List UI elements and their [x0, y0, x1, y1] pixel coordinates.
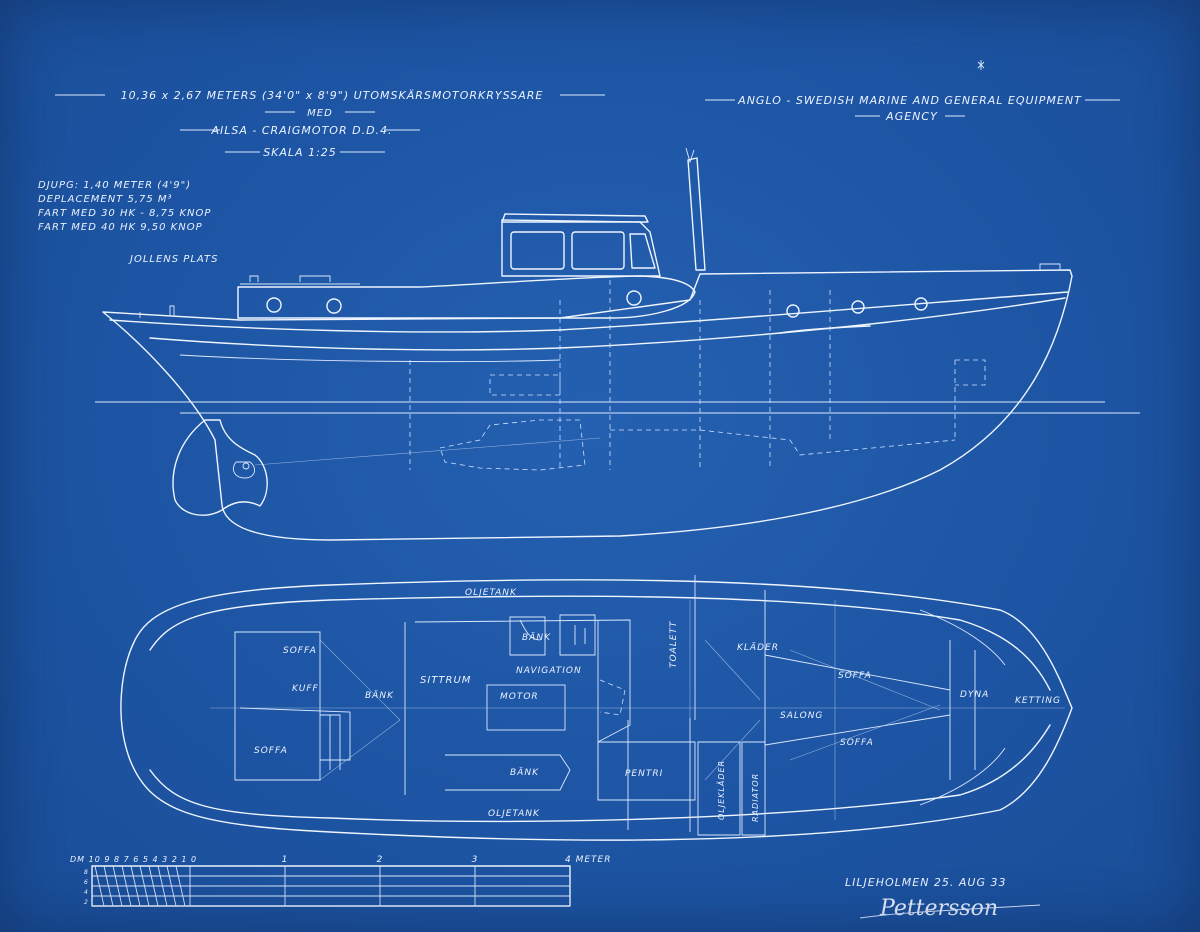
porthole	[626, 290, 642, 306]
label-klader: KLÄDER	[737, 642, 779, 653]
title-scale: SKALA 1:25	[263, 146, 337, 159]
exhaust-stack	[687, 157, 706, 271]
scale-tick-1: 1	[282, 855, 289, 865]
place-date: LILJEHOLMEN 25. AUG 33	[845, 876, 1007, 889]
title-block: 10,36 x 2,67 METERS (34'0" x 8'9") UTOMS…	[55, 89, 605, 159]
spec-djupgaende: DJUPG: 1,40 METER (4'9")	[38, 180, 191, 191]
label-pentri: PENTRI	[625, 769, 663, 779]
label-bank-bottom: BÄNK	[510, 767, 539, 778]
plan-hull-outline	[120, 579, 1073, 841]
spec-fart-40hk: FART MED 40 HK 9,50 KNOP	[38, 222, 203, 233]
jolle-label: JOLLENS PLATS	[128, 254, 218, 265]
label-soffa-fore2: SOFFA	[840, 738, 874, 748]
aft-deckhouse	[237, 275, 696, 319]
scale-tick-3: 3	[472, 855, 479, 865]
porthole	[786, 304, 800, 318]
scale-end-label: 4 METER	[565, 855, 611, 865]
specs-block: DJUPG: 1,40 METER (4'9") DEPLACEMENT 5,7…	[38, 180, 218, 265]
label-oljetank-bottom: OLJETANK	[488, 809, 540, 819]
porthole	[326, 298, 342, 314]
label-toalett: TOALETT	[669, 620, 679, 668]
plan-view	[120, 575, 1073, 841]
label-soffa-aft: SOFFA	[283, 646, 317, 656]
label-soffa-fore: SOFFA	[838, 671, 872, 681]
label-radiator: RADIATOR	[751, 773, 760, 822]
footer: LILJEHOLMEN 25. AUG 33 Pettersson	[845, 876, 1041, 921]
pentri-box	[597, 741, 696, 801]
engine-outline	[439, 419, 586, 471]
scale-side-digit: 4	[84, 889, 89, 896]
agency-line1: ANGLO - SWEDISH MARINE AND GENERAL EQUIP…	[737, 94, 1082, 107]
title-line3: AILSA - CRAIGMOTOR D.D.4.	[210, 124, 392, 137]
label-oljetank-top: OLJETANK	[465, 588, 517, 598]
label-navigation: NAVIGATION	[516, 666, 582, 676]
label-soffa-aft2: SOFFA	[254, 746, 288, 756]
profile-view	[95, 147, 1140, 541]
title-line2: MED	[307, 108, 333, 119]
label-sittrum: SITTRUM	[420, 675, 471, 686]
label-bank-top: BÄNK	[522, 632, 551, 643]
label-motor: MOTOR	[500, 692, 539, 702]
rudder-skeg	[172, 419, 268, 516]
label-ketting: KETTING	[1015, 696, 1061, 706]
porthole	[851, 300, 865, 314]
label-kuff: KUFF	[292, 684, 319, 694]
agency-block: ANGLO - SWEDISH MARINE AND GENERAL EQUIP…	[705, 94, 1120, 123]
spec-deplacement: DEPLACEMENT 5,75 M³	[38, 194, 173, 205]
plan-labels: OLJETANK OLJETANK BÄNK BÄNK BÄNK SITTRUM…	[254, 588, 1061, 822]
label-oljeklader: OLJEKLÄDER	[716, 760, 726, 820]
scale-tick-2: 2	[377, 855, 384, 865]
porthole	[914, 297, 928, 311]
porthole	[266, 297, 282, 313]
scale-side-digit: 6	[84, 879, 89, 886]
label-salong: SALONG	[780, 711, 823, 721]
title-line1: 10,36 x 2,67 METERS (34'0" x 8'9") UTOMS…	[121, 89, 544, 102]
label-dyna: DYNA	[960, 690, 989, 700]
scale-bar-dm-label: DM 10 9 8 7 6 5 4 3 2 1 0	[70, 855, 197, 864]
scale-side-digit: 2	[84, 899, 89, 906]
label-bank-left: BÄNK	[365, 690, 394, 701]
spec-fart-30hk: FART MED 30 HK - 8,75 KNOP	[38, 208, 211, 219]
scale-bar: DM 10 9 8 7 6 5 4 3 2 1 0 1 2 3 4 METER …	[70, 855, 611, 907]
scale-side-digit: 8	[84, 869, 89, 876]
hull-outline	[102, 269, 1073, 541]
pin-mark	[977, 60, 985, 70]
agency-line2: AGENCY	[885, 110, 938, 123]
